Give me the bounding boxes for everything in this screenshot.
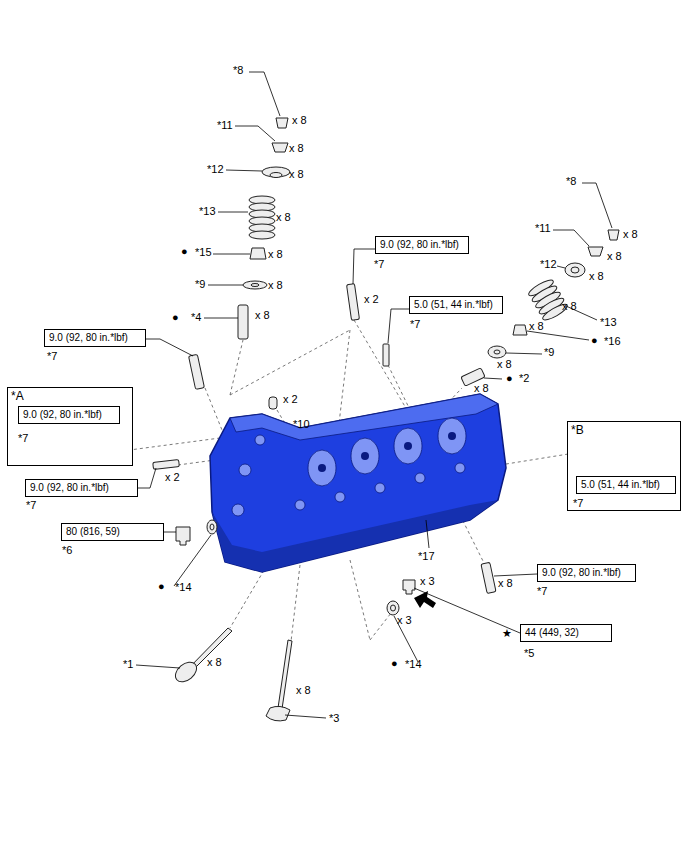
torque-value: 44 (449, 32): [525, 626, 607, 640]
callout-number: *1: [123, 658, 133, 671]
quantity-label: x 8: [529, 320, 544, 333]
callout-number: *17: [418, 550, 435, 563]
quantity-label: x 3: [420, 575, 435, 588]
callout-number: ●: [181, 245, 188, 258]
callout-number: *8: [233, 64, 243, 77]
torque-spec-box: 44 (449, 32): [520, 624, 612, 642]
inset-letter: *A: [11, 389, 24, 403]
quantity-label: x 8: [268, 248, 283, 261]
callout-number: *7: [537, 585, 547, 598]
callout-number: *9: [544, 346, 554, 359]
torque-value: 80 (816, 59): [66, 525, 159, 539]
callout-number: *15: [195, 246, 212, 259]
quantity-label: x 2: [364, 293, 379, 306]
callout-number: *8: [566, 175, 576, 188]
quantity-label: x 8: [276, 211, 291, 224]
quantity-label: x 8: [607, 250, 622, 263]
callout-number: ★: [502, 627, 512, 640]
callout-number: ●: [391, 657, 398, 670]
callout-number: *7: [410, 318, 420, 331]
quantity-label: x 8: [474, 382, 489, 395]
callout-number: *3: [329, 712, 339, 725]
callout-number: *11: [535, 222, 551, 235]
inset-box: *A 9.0 (92, 80 in.*lbf): [7, 387, 133, 466]
torque-spec-box: 9.0 (92, 80 in.*lbf): [18, 406, 120, 424]
torque-spec-box: 5.0 (51, 44 in.*lbf): [576, 476, 676, 494]
quantity-label: x 8: [268, 279, 283, 292]
quantity-label: x 8: [497, 358, 512, 371]
callout-number: *10: [293, 418, 310, 431]
callout-number: *12: [540, 258, 557, 271]
callout-number: ●: [172, 311, 179, 324]
callout-number: *7: [573, 497, 583, 510]
callout-number: *13: [600, 316, 617, 329]
callout-number: *7: [47, 350, 57, 363]
callout-number: *16: [604, 335, 621, 348]
torque-spec-box: 9.0 (92, 80 in.*lbf): [44, 329, 146, 347]
callout-number: *12: [207, 163, 224, 176]
quantity-label: x 8: [562, 300, 577, 313]
callout-number: *11: [217, 119, 233, 132]
callout-number: *2: [519, 372, 529, 385]
callout-number: *6: [62, 544, 72, 557]
quantity-label: x 8: [289, 168, 304, 181]
callout-number: *7: [18, 432, 28, 445]
quantity-label: x 8: [498, 577, 513, 590]
torque-value: 9.0 (92, 80 in.*lbf): [542, 566, 631, 580]
quantity-label: x 3: [397, 614, 412, 627]
inset-letter: *B: [571, 423, 584, 437]
quantity-label: x 8: [289, 142, 304, 155]
quantity-label: x 8: [207, 656, 222, 669]
callout-number: *14: [405, 658, 422, 671]
torque-spec-box: 9.0 (92, 80 in.*lbf): [537, 564, 636, 582]
quantity-label: x 2: [283, 393, 298, 406]
callout-number: ●: [158, 580, 165, 593]
quantity-label: x 8: [623, 228, 638, 241]
callout-number: *7: [26, 499, 36, 512]
torque-value: 9.0 (92, 80 in.*lbf): [380, 238, 464, 252]
callout-number: *13: [199, 205, 216, 218]
callout-number: *9: [195, 278, 205, 291]
quantity-label: x 8: [589, 270, 604, 283]
quantity-label: x 2: [165, 471, 180, 484]
callout-number: *7: [374, 258, 384, 271]
torque-spec-box: 80 (816, 59): [61, 523, 164, 541]
torque-value: 5.0 (51, 44 in.*lbf): [414, 298, 498, 312]
inset-box: *B 5.0 (51, 44 in.*lbf): [567, 421, 681, 511]
quantity-label: x 8: [255, 309, 270, 322]
callout-number: ●: [506, 372, 513, 385]
callout-number: *4: [191, 311, 201, 324]
quantity-label: x 8: [292, 114, 307, 127]
callout-number: *14: [175, 581, 192, 594]
torque-spec-box: 9.0 (92, 80 in.*lbf): [25, 479, 138, 497]
quantity-label: x 8: [296, 684, 311, 697]
torque-value: 9.0 (92, 80 in.*lbf): [30, 481, 133, 495]
torque-spec-box: 9.0 (92, 80 in.*lbf): [375, 236, 469, 254]
torque-spec-box: 5.0 (51, 44 in.*lbf): [409, 296, 503, 314]
callout-number: ●: [591, 334, 598, 347]
callout-number: *5: [524, 647, 534, 660]
torque-value: 9.0 (92, 80 in.*lbf): [49, 331, 141, 345]
torque-value: 5.0 (51, 44 in.*lbf): [581, 478, 671, 492]
torque-value: 9.0 (92, 80 in.*lbf): [23, 408, 115, 422]
